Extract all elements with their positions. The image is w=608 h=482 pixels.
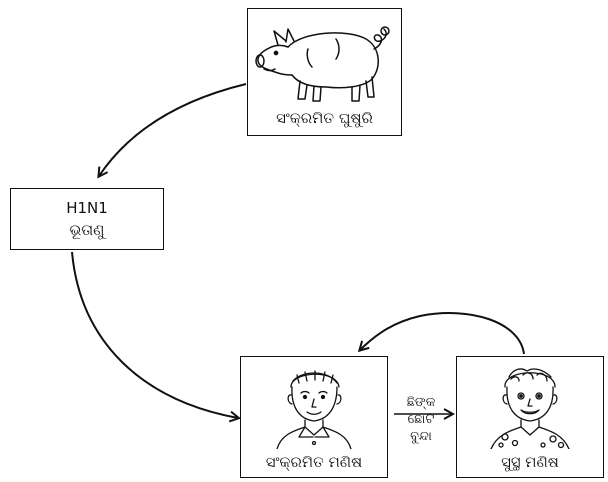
- virus-node: H1N1 ଭୂତାଣୁ: [10, 188, 164, 250]
- infected-person-node: ସଂକ୍ରମିତ ମଣିଷ: [240, 356, 388, 478]
- infected-pig-label: ସଂକ୍ରମିତ ଘୁଷୁରି: [276, 109, 373, 127]
- transmission-label: ଛିଙ୍କ ଛୋଟ ବୁନ୍ଦା: [390, 394, 452, 445]
- transmission-label-line3: ବୁନ୍ଦା: [410, 429, 432, 444]
- arrow-healthy-to-infected: [360, 312, 525, 355]
- arrow-virus-to-infected-person: [71, 251, 238, 418]
- virus-label-line1: H1N1: [66, 199, 108, 217]
- boy-face-icon: [276, 370, 352, 449]
- transmission-label-line1: ଛିଙ୍କ: [406, 395, 436, 410]
- boy-face-icon: [490, 368, 570, 449]
- healthy-person-node: ସୁସ୍ଥ ମଣିଷ: [456, 356, 604, 478]
- infected-pig-node: ସଂକ୍ରମିତ ଘୁଷୁରି: [247, 8, 402, 136]
- healthy-person-label: ସୁସ୍ଥ ମଣିଷ: [501, 453, 559, 471]
- pig-icon: [255, 26, 390, 102]
- virus-label-line2: ଭୂତାଣୁ: [69, 221, 105, 239]
- transmission-label-line2: ଛୋଟ: [407, 412, 435, 427]
- infected-person-label: ସଂକ୍ରମିତ ମଣିଷ: [265, 453, 363, 471]
- arrow-pig-to-virus: [99, 83, 247, 176]
